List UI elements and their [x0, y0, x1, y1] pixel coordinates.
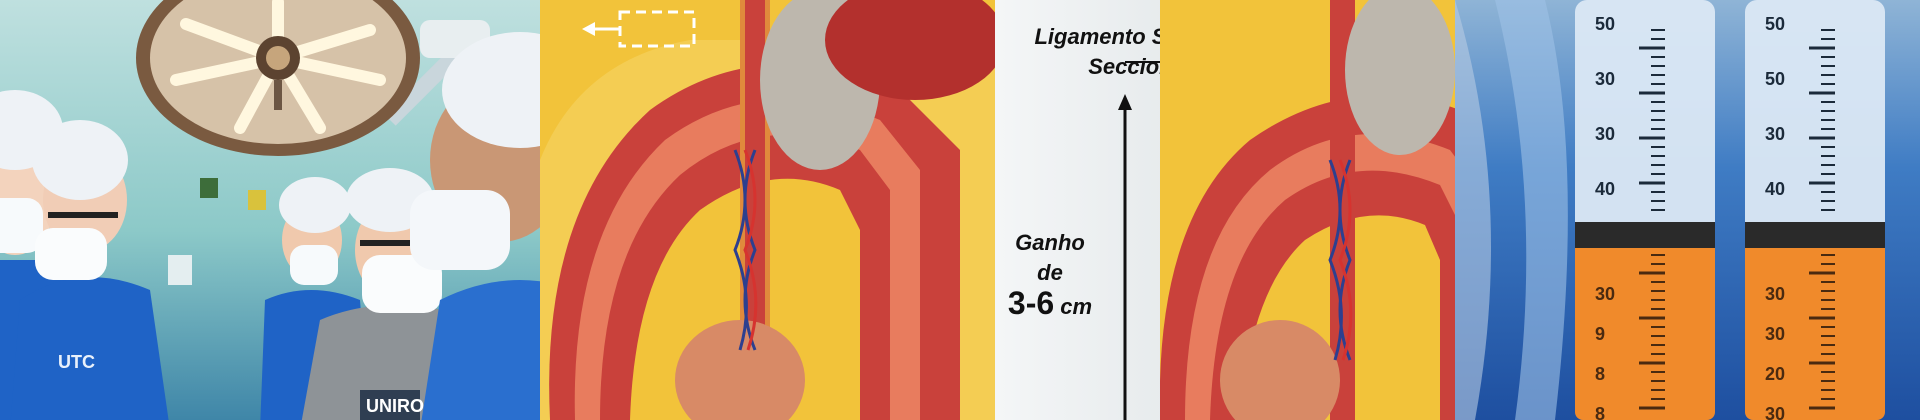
wall-outlet — [248, 190, 266, 210]
syringes-scene: 50 30 30 40 30 9 8 8 50 50 30 40 30 30 20 30 — [1455, 0, 1885, 420]
surgical-lamp — [136, 0, 490, 156]
scrub-logo: UTC — [58, 352, 95, 372]
syringe-left-scale-bottom: 30 9 8 8 — [1595, 284, 1615, 420]
scale-number: 30 — [1765, 284, 1785, 304]
scale-number: 30 — [1765, 124, 1785, 144]
syringe-right — [1745, 0, 1885, 420]
scale-number: 30 — [1595, 284, 1615, 304]
scale-number: 50 — [1765, 69, 1785, 89]
scale-number: 9 — [1595, 324, 1605, 344]
scale-number: 8 — [1595, 364, 1605, 384]
syringe-right-scale-bottom: 30 30 20 30 — [1765, 284, 1785, 420]
surgery-scene: UTC UNIRO — [0, 0, 600, 420]
syringe-left — [1575, 0, 1715, 420]
scrub-logo: UNIRO — [366, 396, 424, 416]
scale-number: 20 — [1765, 364, 1785, 384]
scale-number: 30 — [1765, 324, 1785, 344]
gain-label-line1: Ganho — [1015, 230, 1085, 255]
anatomy-drawing — [540, 0, 1000, 420]
scale-number: 40 — [1595, 179, 1615, 199]
syringes-photo: 50 30 30 40 30 9 8 8 50 50 30 40 30 30 20 30 — [1455, 0, 1920, 420]
scale-number: 30 — [1765, 404, 1785, 420]
gain-value: 3-6 — [1007, 285, 1055, 321]
gain-value-line: 3-6 cm — [1000, 285, 1100, 322]
scale-number: 30 — [1595, 69, 1615, 89]
scale-number: 40 — [1765, 179, 1785, 199]
anatomy-illustration — [540, 0, 1000, 420]
wall-panel — [168, 255, 192, 285]
wall-outlet — [200, 178, 218, 198]
scale-number: 30 — [1595, 124, 1615, 144]
anatomy-illustration-after — [1160, 0, 1500, 420]
surgeon-glasses: UTC — [10, 120, 169, 420]
anatomy-drawing-after — [1160, 0, 1500, 420]
syringe-left-scale-top: 50 30 30 40 — [1595, 14, 1615, 199]
gain-callout: Ganho de 3-6 cm — [1000, 228, 1100, 322]
surgery-team-photo: UTC UNIRO — [0, 0, 600, 420]
scale-number: 50 — [1765, 14, 1785, 34]
scale-number: 8 — [1595, 404, 1605, 420]
gain-label-line2: de — [1037, 260, 1063, 285]
scale-number: 50 — [1595, 14, 1615, 34]
gain-unit: cm — [1060, 294, 1093, 319]
syringe-right-scale-top: 50 50 30 40 — [1765, 14, 1785, 199]
syringe-graduations — [1639, 29, 1835, 410]
